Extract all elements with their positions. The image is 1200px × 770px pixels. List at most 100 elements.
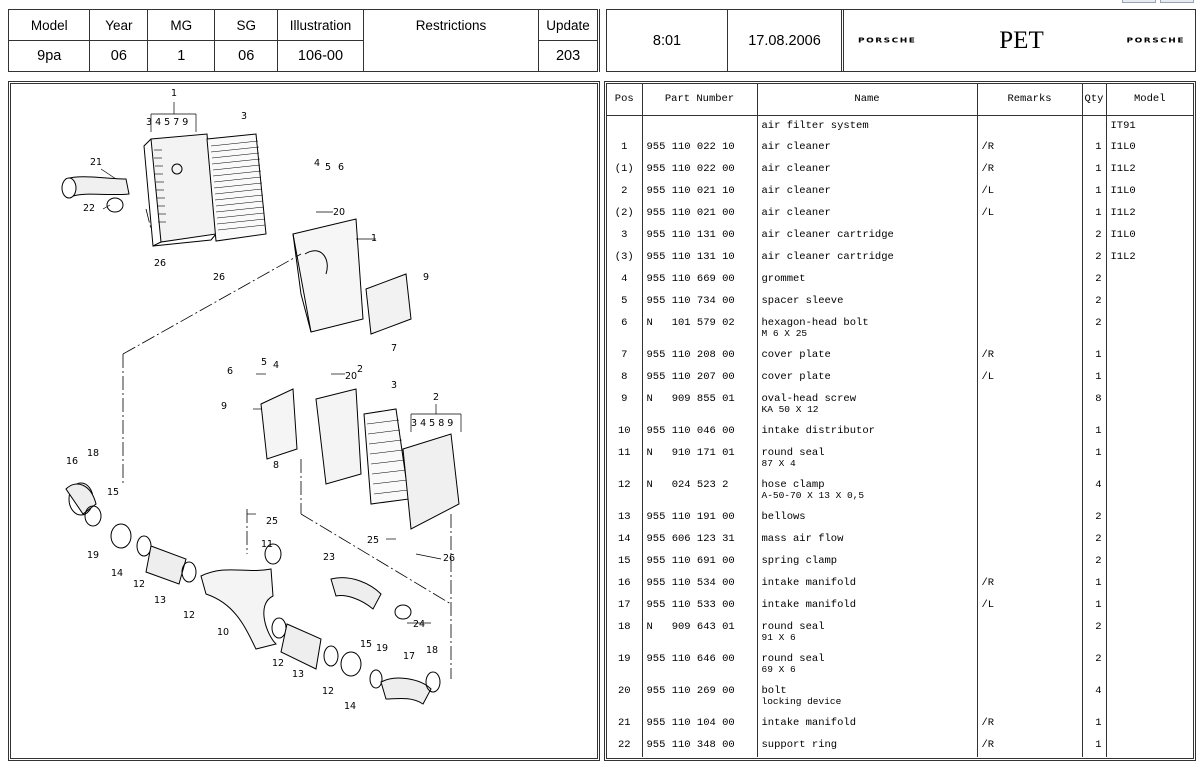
callout-number[interactable]: 12 (133, 579, 145, 590)
exploded-parts-drawing[interactable]: 1345620121222626975462023298161815191412… (11, 84, 597, 758)
col-remarks-header[interactable]: Remarks (977, 84, 1083, 116)
window-button[interactable] (1160, 0, 1194, 3)
callout-number[interactable]: 19 (87, 550, 99, 561)
callout-number[interactable]: 2 (357, 364, 363, 375)
model-cell (1106, 443, 1193, 475)
callout-number[interactable]: 12 (183, 610, 195, 621)
col-qty-header[interactable]: Qty (1082, 84, 1107, 116)
remarks-cell (977, 389, 1083, 421)
pos-cell: 16 (607, 573, 643, 595)
callout-number[interactable]: 2 (433, 392, 439, 403)
callout-number[interactable]: 1 (171, 88, 177, 99)
callout-number[interactable]: 10 (217, 627, 229, 638)
callout-number[interactable]: 13 (292, 669, 304, 680)
callout-number[interactable]: 25 (266, 516, 278, 527)
callout-number[interactable]: 26 (213, 272, 225, 283)
callout-number[interactable]: 15 (360, 639, 372, 650)
pos-cell-text: 3 (621, 229, 628, 241)
callout-number[interactable]: 3 (391, 380, 397, 391)
callout-number[interactable]: 4 (314, 158, 320, 169)
part-number-cell: 955 110 191 00 (642, 507, 758, 529)
callout-number[interactable]: 17 (403, 651, 415, 662)
callout-number[interactable]: 9 (221, 401, 227, 412)
callout-number[interactable]: 6 (227, 366, 233, 377)
callout-number[interactable]: 4 (273, 360, 279, 371)
callout-number[interactable]: 3 (241, 111, 247, 122)
part-number-cell: 955 110 208 00 (642, 345, 758, 367)
callout-number[interactable]: 19 (376, 643, 388, 654)
name-cell: intake distributor (757, 421, 978, 443)
callout-number[interactable]: 16 (66, 456, 78, 467)
callout-number[interactable]: 22 (83, 203, 95, 214)
pos-cell: 10 (607, 421, 643, 443)
col-model-header[interactable]: Model (1106, 84, 1193, 116)
callout-number[interactable]: 5 (261, 357, 267, 368)
callout-number[interactable]: 26 (154, 258, 166, 269)
session-header: 8:01 17.08.2006 PORSCHE PET PORSCHE (606, 9, 1196, 72)
callout-number[interactable]: 8 (273, 460, 279, 471)
remarks-cell-text: /L (981, 207, 995, 219)
callout-number[interactable]: 1 (371, 233, 377, 244)
callout-number[interactable]: 26 (443, 553, 455, 564)
name-cell-text: air cleaner (761, 163, 831, 175)
callout-number[interactable]: 20 (345, 371, 357, 382)
callout-number[interactable]: 25 (367, 535, 379, 546)
window-button[interactable] (1122, 0, 1156, 3)
col-name-header[interactable]: Name (757, 84, 978, 116)
callout-number[interactable]: 24 (413, 619, 425, 630)
name-cell: cover plate (757, 367, 978, 389)
callout-number[interactable]: 14 (111, 568, 123, 579)
callout-number[interactable]: 5 (325, 162, 331, 173)
model-cell (1106, 291, 1193, 313)
callout-number[interactable]: 7 (391, 343, 397, 354)
qty-cell: 1 (1082, 367, 1107, 389)
qty-cell-text: 1 (1095, 185, 1102, 197)
callout-number[interactable]: 12 (322, 686, 334, 697)
callout-number[interactable]: 23 (323, 552, 335, 563)
qty-cell (1082, 115, 1107, 137)
callout-number[interactable]: 14 (344, 701, 356, 712)
callout-number[interactable]: 12 (272, 658, 284, 669)
subgroup-callout: 3 4 5 7 9 (146, 117, 188, 128)
col-part-number-header[interactable]: Part Number (642, 84, 758, 116)
callout-number[interactable]: 9 (423, 272, 429, 283)
callout-number[interactable]: 20 (333, 207, 345, 218)
callout-number[interactable]: 13 (154, 595, 166, 606)
callout-number[interactable]: 11 (261, 539, 273, 550)
callout-number[interactable]: 18 (87, 448, 99, 459)
callout-number[interactable]: 15 (107, 487, 119, 498)
callout-number[interactable]: 6 (338, 162, 344, 173)
col-pos-header[interactable]: Pos (607, 84, 643, 116)
callout-number[interactable]: 18 (426, 645, 438, 656)
callout-number[interactable]: 21 (90, 157, 102, 168)
pos-cell: 12 (607, 475, 643, 507)
